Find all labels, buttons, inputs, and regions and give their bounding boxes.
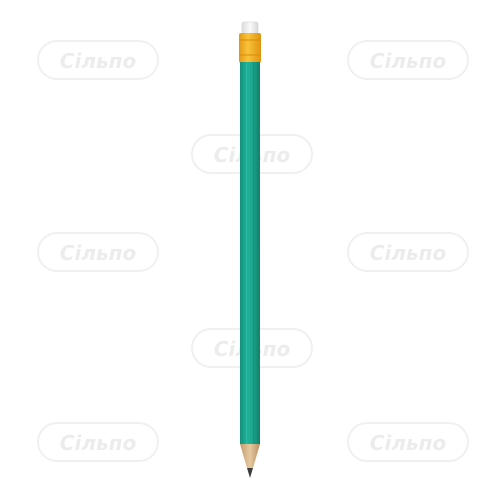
watermark-logo: Сільпо <box>36 230 160 274</box>
watermark-logo: Сільпо <box>346 230 470 274</box>
svg-text:Сільпо: Сільпо <box>60 241 137 265</box>
svg-text:Сільпо: Сільпо <box>370 49 447 73</box>
svg-text:Сільпо: Сільпо <box>370 431 447 455</box>
watermark-logo: Сільпо <box>36 420 160 464</box>
watermark-logo: Сільпо <box>36 38 160 82</box>
watermark-logo: Сільпо <box>346 420 470 464</box>
watermark-logo: Сільпо <box>346 38 470 82</box>
svg-text:Сільпо: Сільпо <box>60 431 137 455</box>
svg-text:Сільпо: Сільпо <box>370 241 447 265</box>
svg-text:Сільпо: Сільпо <box>60 49 137 73</box>
